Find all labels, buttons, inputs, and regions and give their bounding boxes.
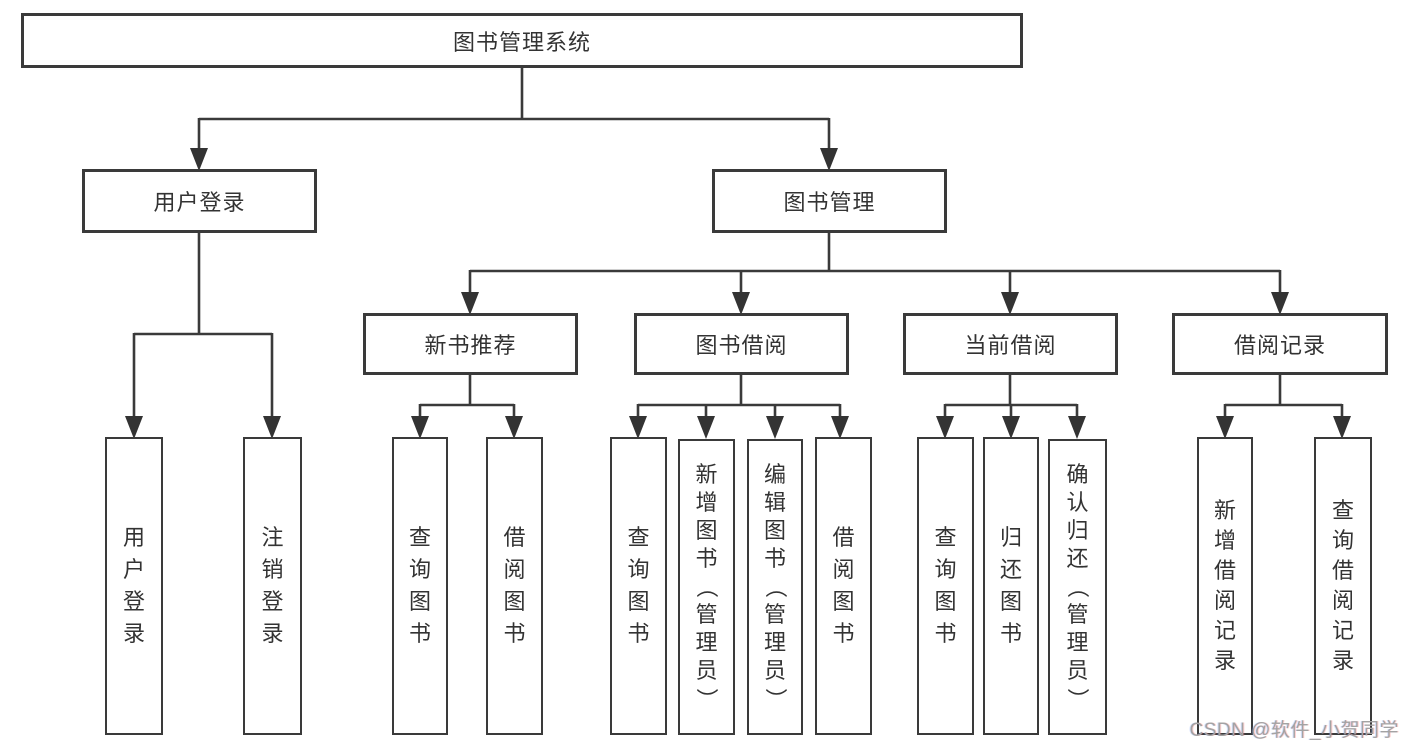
leaf-logout: 注销登录 (243, 437, 302, 735)
tree-edges (125, 66, 1351, 439)
node-book-management: 图书管理 (712, 169, 947, 233)
leaf-current-query-book: 查询图书 (917, 437, 974, 735)
leaf-edit-book-admin: 编辑图书（管理员） (747, 439, 803, 735)
leaf-borrow-book: 借阅图书 (815, 437, 872, 735)
leaf-borrow-query-book: 查询图书 (610, 437, 667, 735)
leaf-current-query-book-label: 查询图书 (934, 525, 957, 646)
leaf-add-book-admin: 新增图书（管理员） (678, 439, 735, 735)
leaf-return-book: 归还图书 (983, 437, 1039, 735)
leaf-user-login: 用户登录 (105, 437, 163, 735)
node-book-management-label: 图书管理 (783, 190, 876, 215)
node-new-book-recommend-label: 新书推荐 (424, 333, 517, 358)
csdn-watermark: CSDN @软件_小贺同学 (1189, 720, 1399, 741)
leaf-logout-label: 注销登录 (261, 525, 284, 646)
leaf-return-book-label: 归还图书 (999, 525, 1022, 646)
leaf-edit-book-admin-label: 编辑图书（管理员） (762, 462, 788, 711)
leaf-confirm-return-admin-label: 确认归还（管理员） (1065, 462, 1091, 711)
leaf-recommend-query-book: 查询图书 (392, 437, 448, 735)
node-book-borrow-label: 图书借阅 (695, 333, 788, 358)
leaf-recommend-borrow-book-label: 借阅图书 (503, 525, 526, 646)
node-user-login: 用户登录 (82, 169, 317, 233)
node-borrow-record: 借阅记录 (1172, 313, 1388, 375)
node-root-label: 图书管理系统 (452, 29, 591, 55)
leaf-borrow-query-book-label: 查询图书 (627, 525, 650, 646)
node-root: 图书管理系统 (21, 13, 1023, 68)
leaf-query-borrow-record-label: 查询借阅记录 (1331, 498, 1354, 673)
leaf-confirm-return-admin: 确认归还（管理员） (1048, 439, 1107, 735)
node-user-login-label: 用户登录 (153, 190, 246, 215)
leaf-add-book-admin-label: 新增图书（管理员） (694, 462, 720, 711)
leaf-recommend-query-book-label: 查询图书 (408, 525, 431, 646)
leaf-add-borrow-record-label: 新增借阅记录 (1213, 498, 1236, 673)
leaf-user-login-label: 用户登录 (122, 525, 145, 646)
leaf-query-borrow-record: 查询借阅记录 (1314, 437, 1372, 735)
node-book-borrow: 图书借阅 (634, 313, 849, 375)
node-new-book-recommend: 新书推荐 (363, 313, 578, 375)
leaf-borrow-book-label: 借阅图书 (832, 525, 855, 646)
node-current-borrow-label: 当前借阅 (964, 333, 1057, 358)
leaf-add-borrow-record: 新增借阅记录 (1197, 437, 1253, 735)
arrowhead-triangles (125, 148, 1351, 439)
node-current-borrow: 当前借阅 (903, 313, 1118, 375)
leaf-recommend-borrow-book: 借阅图书 (486, 437, 543, 735)
node-borrow-record-label: 借阅记录 (1233, 333, 1326, 358)
